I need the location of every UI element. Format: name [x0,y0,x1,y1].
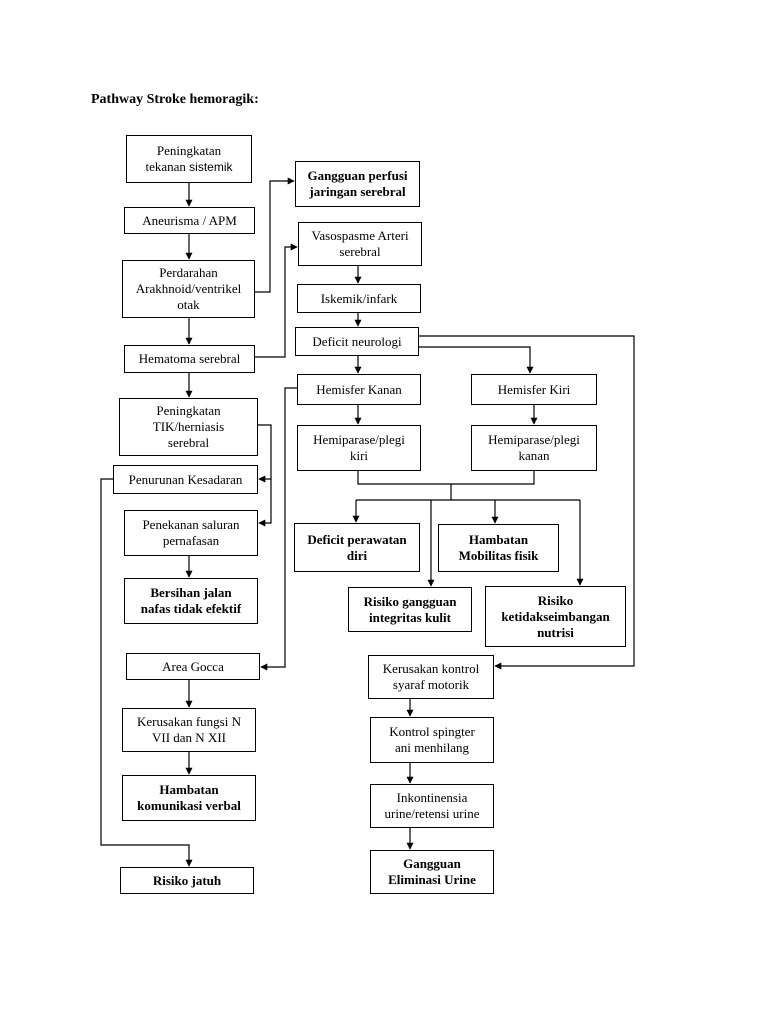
merge-hemiparase [357,471,535,485]
node-bersihan-jalan: Bersihan jalan nafas tidak efektif [124,578,258,624]
node-text-part: Peningkatan tekanan [145,143,222,174]
arrow-hematoma-to-vasospasme [255,243,298,358]
node-kerusakan-kontrol: Kerusakan kontrol syaraf motorik [368,655,494,699]
node-hemisfer-kiri: Hemisfer Kiri [471,374,597,405]
node-gangguan-eliminasi: Gangguan Eliminasi Urine [370,850,494,894]
node-deficit-neurologi: Deficit neurologi [295,327,419,356]
node-hambatan-komunikasi: Hambatan komunikasi verbal [122,775,256,821]
arrow-perdarahan-to-gangguan-perfusi [255,177,295,293]
node-kerusakan-fungsi: Kerusakan fungsi N VII dan N XII [122,708,256,752]
node-iskemik: Iskemik/infark [297,284,421,313]
node-perdarahan: Perdarahan Arakhnoid/ventrikel otak [122,260,255,318]
node-hambatan-mobilitas: Hambatan Mobilitas fisik [438,524,559,572]
arrow-deficit-to-kerusakan-kontrol [419,335,635,670]
node-vasospasme: Vasospasme Arteri serebral [298,222,422,266]
arrow-tik-to-kesadaran [258,424,272,483]
node-risiko-jatuh: Risiko jatuh [120,867,254,894]
node-aneurisma: Aneurisma / APM [124,207,255,234]
page-title: Pathway Stroke hemoragik: [91,92,259,107]
node-hematoma: Hematoma serebral [124,345,255,373]
node-hemiparase-kanan: Hemiparase/plegi kanan [471,425,597,471]
node-area-gocca: Area Gocca [126,653,260,680]
node-deficit-perawatan: Deficit perawatan diri [294,523,420,572]
arrow-hemisfer-kanan-to-area-gocca [260,387,297,671]
node-hemisfer-kanan: Hemisfer Kanan [297,374,421,405]
node-penekanan-saluran: Penekanan saluran pernafasan [124,510,258,556]
node-peningkatan-tekanan-sistemik: Peningkatan tekanan sistemik [126,135,252,183]
node-kontrol-spingter: Kontrol spingter ani menhilang [370,717,494,763]
arrow-deficit-to-hemisfer-kiri [419,346,534,374]
node-inkontinensia: Inkontinensia urine/retensi urine [370,784,494,828]
arrow-kesadaran-to-risiko-jatuh [100,478,193,867]
node-gangguan-perfusi: Gangguan perfusi jaringan serebral [295,161,420,207]
node-peningkatan-tik: Peningkatan TIK/herniasis serebral [119,398,258,456]
node-risiko-nutrisi: Risiko ketidakseimbangan nutrisi [485,586,626,647]
node-risiko-integritas: Risiko gangguan integritas kulit [348,587,472,632]
node-hemiparase-kiri: Hemiparase/plegi kiri [297,425,421,471]
node-text-sistemik: sistemik [189,160,233,174]
arrow-tik-to-penekanan [258,479,272,527]
node-penurunan-kesadaran: Penurunan Kesadaran [113,465,258,494]
